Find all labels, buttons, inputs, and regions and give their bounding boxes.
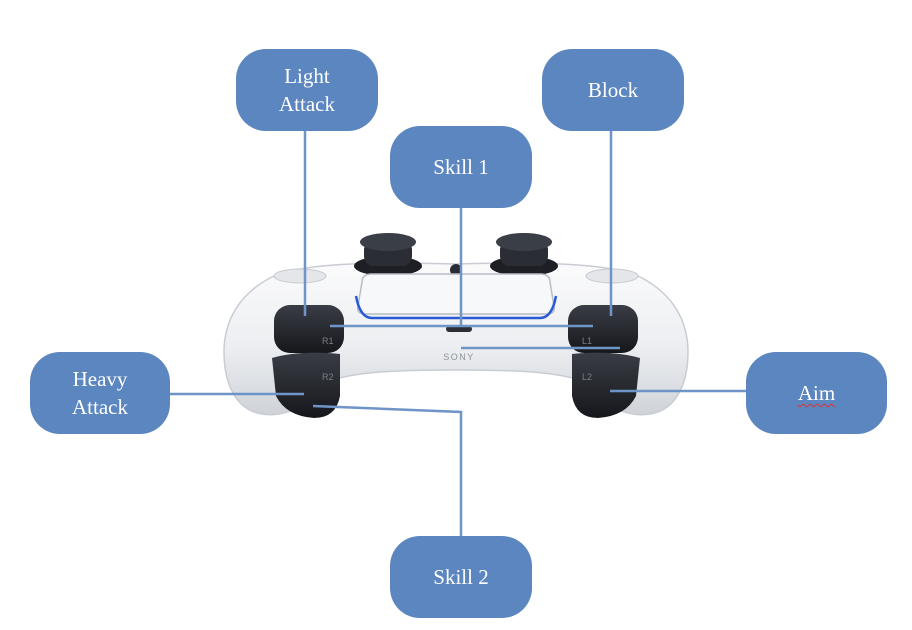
ps-button	[450, 264, 462, 276]
r2-mark: R2	[322, 372, 334, 382]
l2-trigger	[572, 352, 640, 418]
label-skill-1: Skill 1	[390, 126, 532, 208]
label-aim: Aim	[746, 352, 887, 434]
dpad-hint	[273, 268, 327, 284]
label-heavy-attack: Heavy Attack	[30, 352, 170, 434]
l1-mark: L1	[582, 336, 592, 346]
touchpad	[356, 273, 556, 315]
right-thumbstick	[490, 233, 558, 276]
controller-image: SONY R1 R2 L1 L2	[223, 233, 689, 418]
light-bar	[354, 295, 558, 320]
label-block: Block	[542, 49, 684, 131]
r2-trigger	[272, 352, 340, 418]
r1-button	[274, 305, 344, 353]
connectors	[168, 130, 748, 538]
connector-skill-2	[312, 404, 463, 538]
label-skill-2: Skill 2	[390, 536, 532, 618]
label-light-attack: Light Attack	[236, 49, 378, 131]
left-thumbstick	[354, 233, 422, 276]
usb-port	[446, 326, 472, 332]
l2-mark: L2	[582, 372, 592, 382]
l1-button	[568, 305, 638, 353]
r1-mark: R1	[322, 336, 334, 346]
label-aim-text: Aim	[797, 381, 836, 405]
brand-mark: SONY	[443, 352, 475, 362]
